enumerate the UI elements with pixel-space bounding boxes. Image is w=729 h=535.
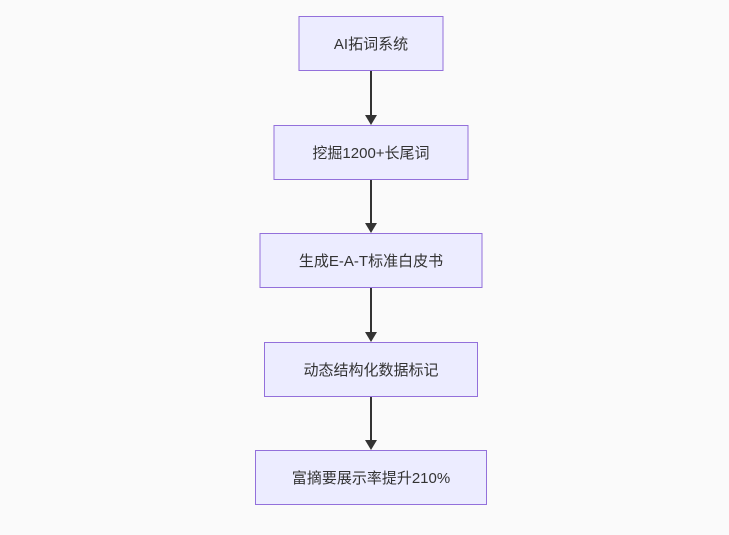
arrowhead-icon xyxy=(365,115,377,125)
arrow-down-2 xyxy=(365,180,377,233)
arrowhead-icon xyxy=(365,223,377,233)
arrow-shaft xyxy=(370,180,372,223)
flow-node-label: 富摘要展示率提升210% xyxy=(291,470,451,487)
flow-node-longtail-mining: 挖掘1200+长尾词 xyxy=(273,125,469,180)
arrowhead-icon xyxy=(365,440,377,450)
arrow-shaft xyxy=(370,397,372,440)
flow-node-ai-keyword-system: AI拓词系统 xyxy=(298,16,444,71)
flow-node-rich-snippet-rate: 富摘要展示率提升210% xyxy=(255,450,487,505)
arrow-shaft xyxy=(370,288,372,332)
arrow-down-3 xyxy=(365,288,377,342)
flow-node-label: 动态结构化数据标记 xyxy=(303,362,439,379)
flow-node-structured-data-markup: 动态结构化数据标记 xyxy=(264,342,478,397)
flow-node-label: AI拓词系统 xyxy=(333,36,409,53)
arrowhead-icon xyxy=(365,332,377,342)
flow-node-eat-whitepaper: 生成E-A-T标准白皮书 xyxy=(259,233,483,288)
flow-node-label: 挖掘1200+长尾词 xyxy=(312,145,430,162)
arrow-shaft xyxy=(370,71,372,115)
arrow-down-1 xyxy=(365,71,377,125)
flow-node-label: 生成E-A-T标准白皮书 xyxy=(298,253,444,270)
arrow-down-4 xyxy=(365,397,377,450)
